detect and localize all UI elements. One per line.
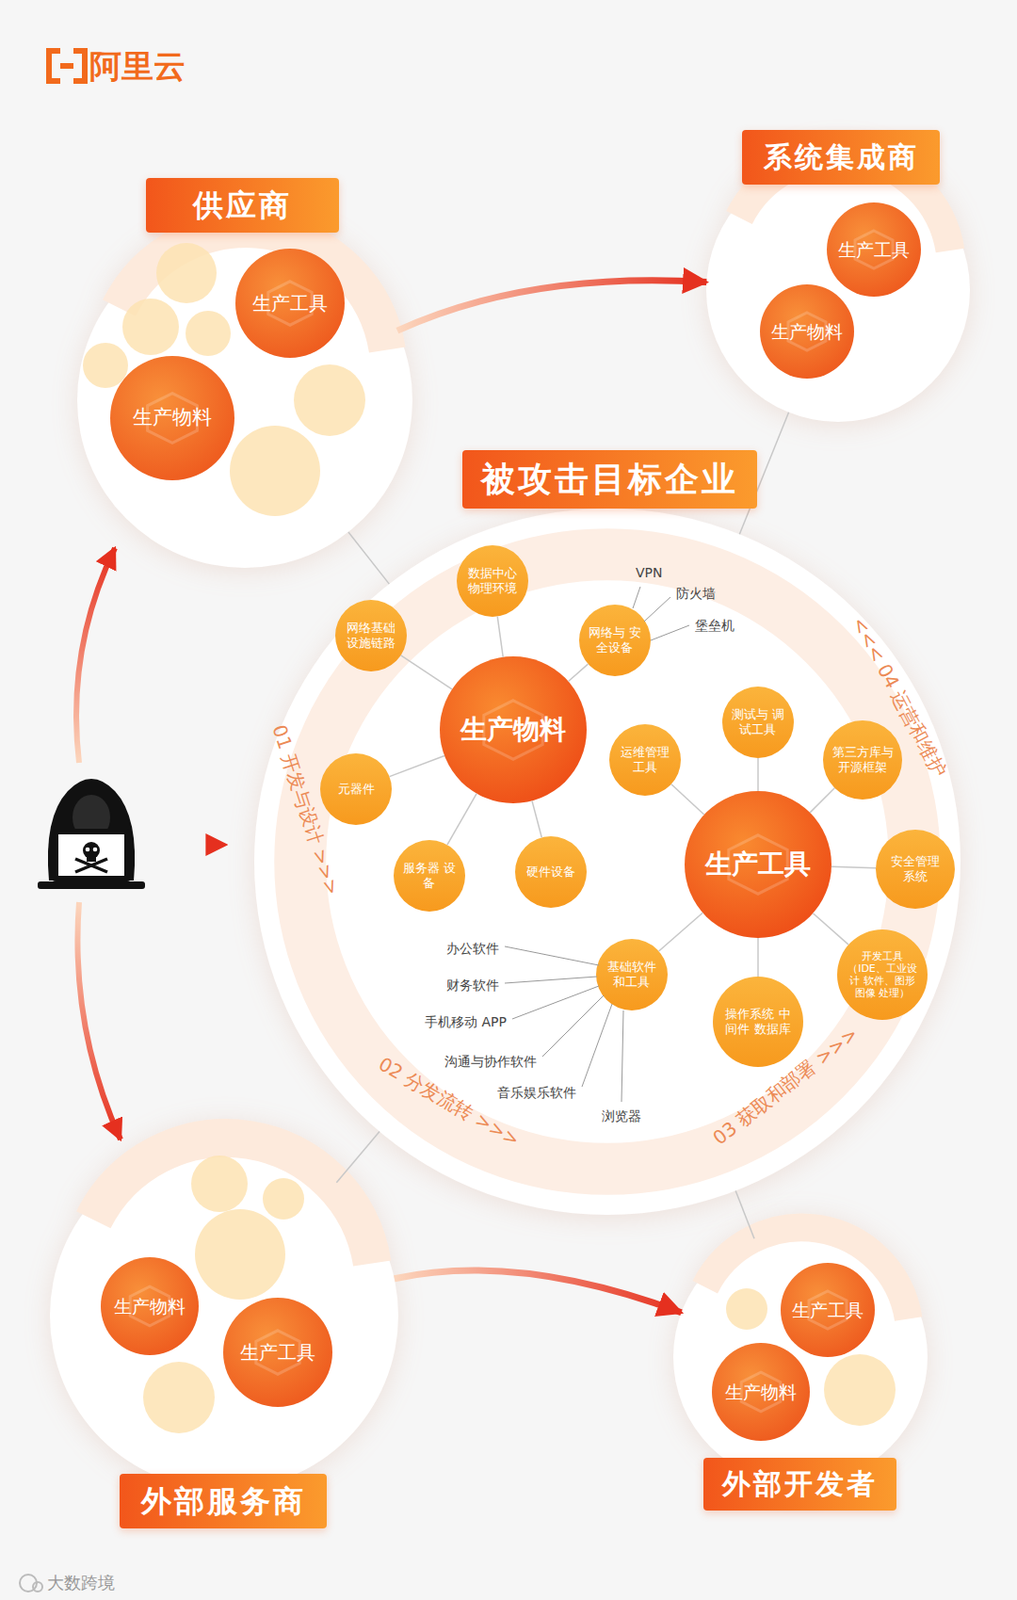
item-circle: 运维管理 工具	[609, 724, 681, 796]
item-circle: 基础软件 和工具	[596, 938, 668, 1011]
link-line	[757, 937, 759, 977]
link-line	[336, 1131, 380, 1183]
title-tab: 外部开发者	[703, 1457, 897, 1511]
circle-shape	[77, 232, 413, 568]
link-line	[757, 758, 759, 791]
item-circle: 网络与 安全设备	[579, 604, 651, 677]
attack-arrow	[394, 1270, 682, 1313]
item-circle: 生产工具	[826, 202, 921, 297]
node-label: 基础软件 和工具	[604, 959, 661, 989]
node-label: 生产工具	[252, 291, 328, 315]
item-circle: 生产工具	[780, 1262, 875, 1357]
item-circle: 生产物料	[100, 1257, 199, 1356]
hub-circle: 生产工具	[684, 791, 832, 938]
party-circle: 系统集成商生产工具生产物料	[706, 129, 970, 422]
item-label: 财务软件	[446, 977, 500, 994]
stage-label: 03 获取和部署 >>>	[708, 1022, 862, 1150]
circle-shape	[706, 158, 970, 422]
node-label: 生产工具	[791, 1299, 864, 1322]
item-circle: 生产物料	[711, 1342, 810, 1441]
node-label: 网络基础 设施链路	[343, 620, 400, 650]
node-label: 生产工具	[240, 1340, 316, 1364]
title-tab: 外部服务商	[119, 1473, 327, 1529]
title-text: 系统集成商	[763, 140, 920, 175]
hub-circle: 生产物料	[439, 656, 587, 804]
party-circle: 被攻击目标企业数据中心 物理环境网络基础 设施链路 网络与 安全设备生产物料元器件…	[254, 450, 961, 1215]
item-circle: 硬件设备	[515, 836, 587, 908]
item-circle: 数据中心 物理环境	[456, 545, 529, 617]
item-circle: 操作系统 中间件 数据库	[712, 976, 804, 1067]
node-label: 网络与 安全设备	[587, 625, 644, 655]
node-label: 测试与 调试工具	[730, 707, 787, 737]
node-label: 生产工具	[705, 848, 811, 881]
item-circle: 生产工具	[223, 1297, 333, 1407]
node-label: 第三方库与 开源框架	[831, 744, 893, 775]
party-circle: 外部服务商 生产物料生产工具	[49, 1141, 399, 1529]
node-label: 操作系统 中间件 数据库	[723, 1006, 793, 1036]
title-tab: 系统集成商	[742, 129, 940, 185]
item-label: 办公软件	[446, 940, 500, 957]
attack-arrow	[397, 280, 707, 331]
node-label: 开发工具 （IDE、工业设计 软件、图形图像 处理）	[847, 950, 918, 1001]
party-circle: 供应商生产工具生产物料	[77, 177, 413, 568]
item-label: 堡垒机	[694, 617, 735, 634]
link-line	[348, 532, 389, 584]
item-circle: 安全管理 系统	[875, 829, 955, 909]
node-label: 生产工具	[838, 239, 910, 261]
item-circle: 服务器 设备	[393, 839, 466, 912]
node-label: 生产物料	[725, 1381, 797, 1404]
item-label: VPN	[635, 565, 663, 582]
watermark: 大数跨境	[47, 1572, 115, 1594]
item-circle: 网络基础 设施链路	[335, 599, 407, 672]
title-text: 外部服务商	[141, 1483, 307, 1519]
node-label: 生产物料	[460, 713, 566, 746]
circle-shape	[673, 1229, 928, 1485]
item-circle: 生产物料	[110, 355, 235, 481]
node-label: 生产物料	[132, 405, 212, 430]
item-label: 浏览器	[601, 1108, 642, 1125]
item-circle: 生产物料	[759, 284, 855, 379]
title-tab: 被攻击目标企业	[462, 450, 758, 509]
item-label: 手机移动 APP	[424, 1014, 507, 1031]
item-circle: 生产工具	[235, 248, 345, 358]
node-label: 元器件	[338, 781, 375, 797]
node-label: 硬件设备	[526, 864, 576, 880]
title-text: 供应商	[193, 187, 292, 224]
item-label: 音乐娱乐软件	[497, 1084, 577, 1101]
node-label: 数据中心 物理环境	[465, 565, 521, 596]
title-tab: 供应商	[145, 177, 339, 233]
item-circle: 开发工具 （IDE、工业设计 软件、图形图像 处理）	[837, 929, 928, 1020]
item-circle: 元器件	[320, 753, 392, 825]
title-text: 外部开发者	[722, 1467, 878, 1502]
party-circle: 外部开发者 生产工具生产物料	[673, 1229, 928, 1511]
circle-shape	[49, 1141, 399, 1490]
node-label: 安全管理 系统	[884, 854, 946, 884]
node-label: 生产物料	[771, 321, 843, 343]
logo-text: 阿里云	[89, 47, 186, 86]
item-circle: 第三方库与 开源框架	[823, 720, 903, 800]
node-label: 生产物料	[113, 1295, 186, 1318]
item-label: 防火墙	[676, 585, 716, 602]
title-text: 被攻击目标企业	[481, 458, 739, 500]
stage-label: 01 开发与设计 >>>	[267, 722, 344, 899]
node-label: 服务器 设备	[402, 860, 458, 890]
item-circle: 测试与 调试工具	[722, 686, 794, 759]
node-label: 运维管理 工具	[617, 744, 674, 775]
item-label: 沟通与协作软件	[444, 1053, 537, 1070]
